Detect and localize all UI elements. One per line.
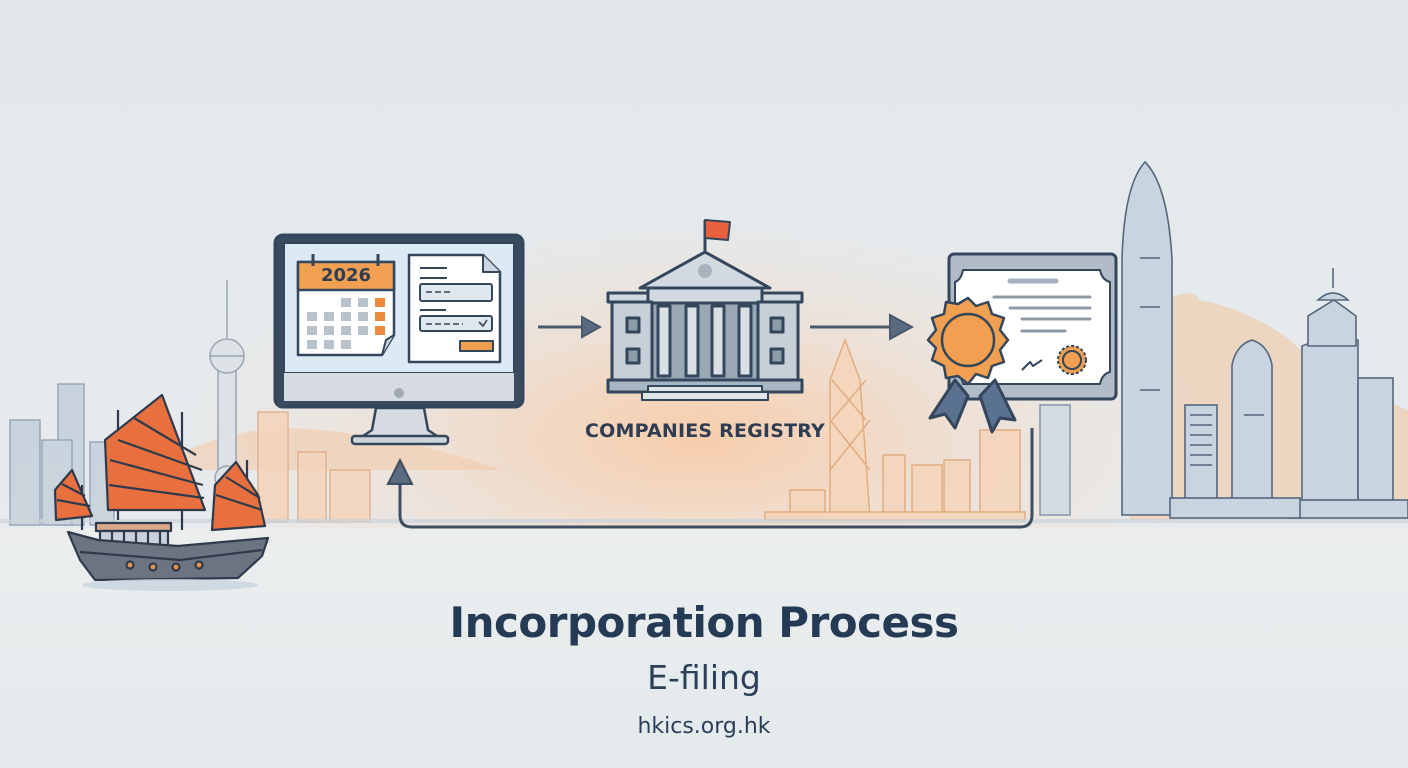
boat-shadow (82, 579, 258, 591)
certificate-with-award-ribbon-icon (926, 252, 1118, 434)
website-link[interactable]: hkics.org.hk (637, 714, 771, 739)
page-title: Incorporation Process (449, 598, 959, 647)
left-warm-buildings (257, 411, 371, 523)
calendar-year-label: 2026 (320, 265, 372, 286)
arrow-to-certificate (810, 313, 915, 341)
companies-registry-label: COMPANIES REGISTRY (584, 420, 825, 442)
ifc-tower (1121, 160, 1173, 516)
arrow-to-registry (538, 315, 603, 339)
harbour-line (0, 519, 1408, 523)
return-loop-arrow (386, 428, 1034, 529)
right-skyline (1039, 160, 1408, 519)
government-building-icon (606, 219, 804, 401)
central-warm-skyline (764, 337, 1026, 521)
computer-with-calendar-and-form-icon (273, 233, 525, 446)
page-subtitle: E-filing (647, 658, 761, 697)
junk-boat (53, 393, 270, 582)
